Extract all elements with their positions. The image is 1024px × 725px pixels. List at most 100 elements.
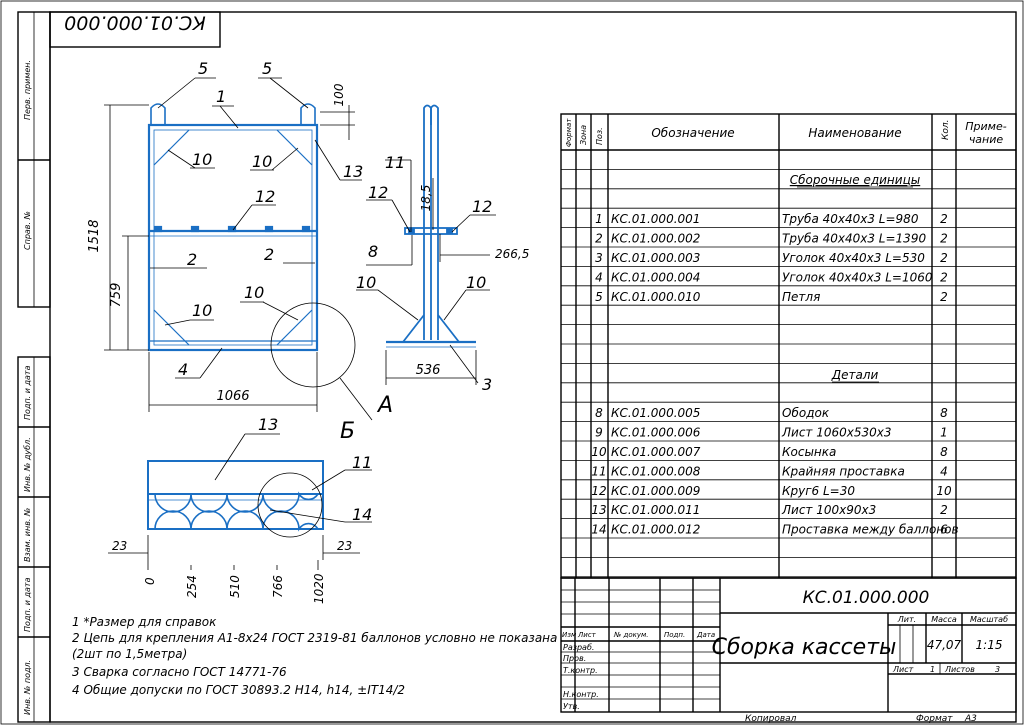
tb-sheets-value: 3 [995, 665, 1000, 674]
footer-copied: Копировал [745, 714, 797, 724]
note-2: 2 Цепь для крепления А1-8х24 ГОСТ 2319-8… [72, 631, 557, 645]
callout-10-bl: 10 [192, 301, 212, 320]
spec-row-qty: 2 [940, 503, 948, 517]
tb-col-date: Дата [696, 631, 715, 639]
callout-11-top: 11 [352, 453, 372, 472]
hdr-designation: Обозначение [651, 126, 734, 140]
spec-row-designation: КС.01.000.009 [611, 484, 700, 498]
tb-sheet-value: 1 [930, 665, 935, 674]
spec-row-name: Косынка [782, 445, 836, 459]
section-assembly: Сборочные единицы [790, 173, 920, 187]
tb-scale: Масштаб [970, 615, 1008, 624]
footer-format-label: Формат [916, 714, 953, 724]
detail-circle-b [257, 472, 323, 538]
tb-col-sign: Подп. [664, 631, 685, 639]
spec-row-pos: 13 [591, 503, 606, 517]
spec-row-qty: 1 [940, 426, 948, 440]
spec-row-pos: 12 [591, 484, 606, 498]
spec-row-designation: КС.01.000.003 [611, 251, 700, 265]
top-stamp: КС.01.000.000 [49, 11, 221, 48]
side-view: 11 12 12 8 10 10 3 18,5 266,5 536 [356, 104, 529, 394]
tb-scale-value: 1:15 [976, 638, 1003, 652]
spec-row-designation: КС.01.000.007 [611, 445, 701, 459]
spec-row-designation: КС.01.000.006 [611, 426, 701, 440]
front-view: 1518 759 1066 100 5 5 1 10 10 13 12 2 2 … [87, 59, 393, 444]
hdr-qty: Кол. [941, 119, 951, 140]
technical-notes: 1 *Размер для справок 2 Цепь для креплен… [72, 615, 557, 697]
spec-row-pos: 1 [595, 212, 603, 226]
callout-5-left: 5 [198, 59, 208, 78]
callout-5-right: 5 [262, 59, 272, 78]
callout-10-tr: 10 [252, 152, 272, 171]
spec-row-designation: КС.01.000.010 [611, 290, 701, 304]
tb-lit: Лит. [897, 615, 916, 624]
view-mark-b: Б [340, 419, 355, 444]
dim-266-5: 266,5 [495, 247, 529, 261]
note-1: 1 *Размер для справок [72, 615, 217, 629]
spec-row-qty: 4 [940, 464, 948, 478]
spec-row-designation: КС.01.000.011 [611, 503, 700, 517]
spec-row-qty: 2 [940, 232, 948, 246]
side-label-perv: Перв. примен. [23, 60, 32, 120]
tb-role-razrab: Разраб. [563, 643, 594, 652]
callout-10-side-l: 10 [356, 273, 376, 292]
dim-23-left: 23 [112, 539, 127, 553]
top-view: 13 11 14 23 23 0 254 510 766 1020 [108, 415, 372, 604]
tb-col-list: Лист [577, 631, 597, 639]
tb-role-prov: Пров. [563, 654, 586, 663]
section-parts: Детали [831, 368, 879, 382]
tb-mass: Масса [931, 615, 957, 624]
tb-mass-value: 47,07 [927, 638, 962, 652]
tb-col-doc: № докум. [613, 631, 649, 639]
spec-row-qty: 8 [940, 406, 948, 420]
tick-510: 510 [228, 575, 242, 598]
spec-row-qty: 2 [940, 212, 948, 226]
spec-row-pos: 8 [595, 406, 603, 420]
hdr-name: Наименование [808, 126, 901, 140]
tb-role-tkontr: Т.контр. [563, 666, 598, 675]
callout-12-side-l: 12 [368, 183, 388, 202]
dim-100: 100 [332, 83, 346, 106]
dim-1518: 1518 [87, 219, 102, 252]
note-2-cont: (2шт по 1,5метра) [72, 647, 187, 661]
side-label-vzam-inv: Взам. инв. № [23, 508, 32, 562]
spec-row-pos: 9 [595, 426, 603, 440]
tick-766: 766 [271, 575, 285, 598]
spec-row-pos: 2 [595, 232, 603, 246]
spec-row-name: Проставка между баллонов [782, 523, 959, 537]
spec-row-name: Уголок 40х40х3 L=1060 [782, 270, 933, 284]
dim-1066: 1066 [216, 389, 249, 404]
hdr-note: Приме-чание [965, 120, 1006, 146]
spec-row-name: Лист 1060х530х3 [781, 426, 892, 440]
spec-row-designation: КС.01.000.001 [611, 212, 700, 226]
spec-row-pos: 14 [591, 523, 606, 537]
side-label-podp-2: Подп. и дата [23, 577, 32, 632]
callout-11-side: 11 [385, 153, 405, 172]
spec-row-pos: 11 [591, 464, 606, 478]
dim-536: 536 [416, 363, 441, 378]
spec-row-qty: 2 [940, 290, 948, 304]
left-side-strip: Перв. примен. Справ. № Подп. и дата Инв.… [17, 11, 51, 723]
title-block: КС.01.000.000 Сборка кассеты Изм Лист № … [560, 577, 1017, 713]
callout-4: 4 [178, 360, 188, 379]
spec-row-designation: КС.01.000.004 [611, 270, 700, 284]
callout-2-right: 2 [264, 245, 274, 264]
top-stamp-text: КС.01.000.000 [64, 12, 206, 34]
tb-col-izm: Изм [562, 631, 577, 639]
spec-row-pos: 4 [595, 270, 603, 284]
note-3: 3 Сварка согласно ГОСТ 14771-76 [72, 665, 287, 679]
spec-row-name: Труба 40х40х3 L=1390 [782, 232, 926, 246]
tb-role-nkontr: Н.контр. [563, 690, 599, 699]
callout-2-left: 2 [187, 250, 197, 269]
note-4: 4 Общие допуски по ГОСТ 30893.2 H14, h14… [72, 683, 405, 697]
spec-row-pos: 10 [591, 445, 607, 459]
callout-8: 8 [368, 242, 378, 261]
spec-row-designation: КС.01.000.008 [611, 464, 701, 478]
callout-13-top: 13 [258, 415, 278, 434]
spec-row-name: Труба 40х40х3 L=980 [782, 212, 919, 226]
callout-3: 3 [482, 375, 492, 394]
callout-14-top: 14 [352, 505, 372, 524]
tick-0: 0 [143, 577, 157, 585]
